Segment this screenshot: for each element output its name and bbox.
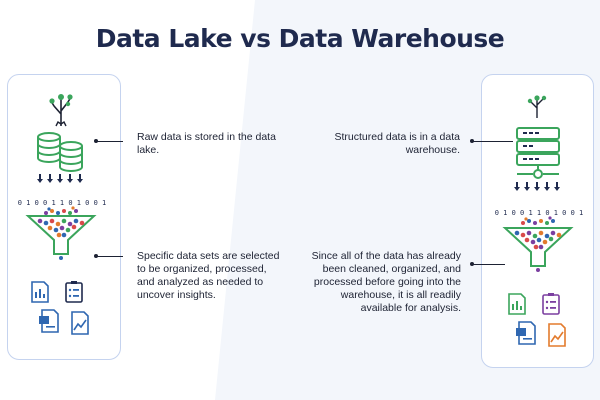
- document-icons: [508, 293, 566, 347]
- tree-icon: [527, 95, 547, 118]
- connector-line: [472, 141, 513, 142]
- funnel-icon: [502, 227, 574, 272]
- warehouse-description-1: Structured data is in a data warehouse.: [334, 131, 461, 156]
- text-document-icon: [516, 321, 536, 345]
- lake-description-2: Specific data sets are selected to be or…: [137, 250, 280, 301]
- database-icon: [37, 132, 83, 172]
- graph-document-icon: [71, 311, 89, 335]
- funnel-icon: [25, 215, 97, 260]
- binary-data-icon: 0 1 0 0 1 1 0 1 0 0 1: [495, 209, 583, 225]
- document-icons: [31, 281, 89, 335]
- connector-line: [472, 264, 505, 265]
- warehouse-description-2: Since all of the data has already been c…: [311, 250, 461, 314]
- connector-line: [96, 141, 123, 142]
- svg-text:0 1 0 0 1 1 0 1 0 0 1: 0 1 0 0 1 1 0 1 0 0 1: [18, 199, 107, 207]
- text-document-icon: [39, 309, 59, 333]
- data-warehouse-panel: [481, 74, 594, 368]
- svg-text:0 1 0 0 1 1 0 1 0 0 1: 0 1 0 0 1 1 0 1 0 0 1: [495, 209, 584, 217]
- server-icon: [516, 127, 560, 179]
- graph-document-icon: [548, 323, 566, 347]
- down-arrows-icon: [514, 182, 560, 191]
- list-document-icon: [65, 281, 83, 303]
- chart-document-icon: [31, 281, 49, 303]
- connector-line: [96, 256, 123, 257]
- list-document-icon: [542, 293, 560, 315]
- binary-data-icon: 0 1 0 0 1 1 0 1 0 0 1: [18, 199, 106, 215]
- down-arrows-icon: [37, 174, 83, 183]
- page-title: Data Lake vs Data Warehouse: [95, 24, 505, 53]
- tree-icon: [49, 94, 73, 127]
- chart-document-icon: [508, 293, 526, 315]
- lake-description-1: Raw data is stored in the data lake.: [137, 131, 276, 156]
